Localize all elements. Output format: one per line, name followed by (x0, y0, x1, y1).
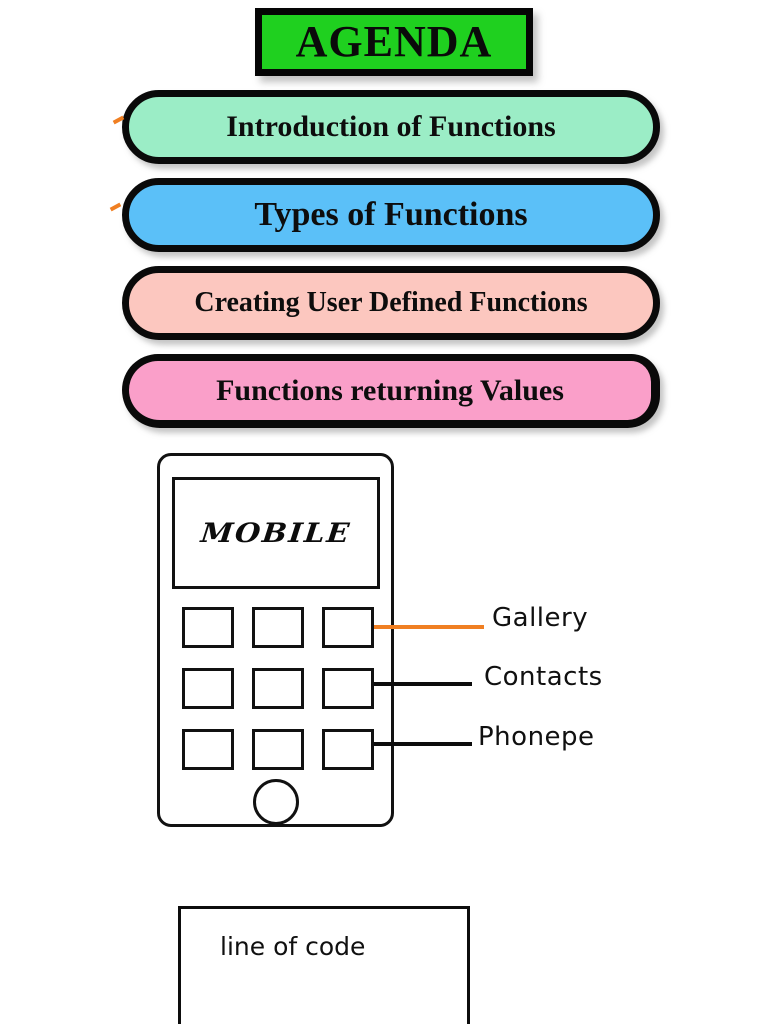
phone-app-grid (182, 607, 374, 770)
agenda-item-label: Types of Functions (254, 196, 528, 233)
phone-screen-label: MOBILE (199, 517, 353, 549)
agenda-item-label: Introduction of Functions (226, 110, 556, 143)
agenda-item-functions-returning-values[interactable]: Functions returning Values (122, 354, 660, 428)
app-icon[interactable] (252, 607, 304, 648)
agenda-item-introduction-of-functions[interactable]: Introduction of Functions (122, 90, 660, 164)
line-of-code-label: line of code (220, 932, 366, 961)
app-icon-phonepe[interactable] (322, 729, 374, 770)
line-of-code-box (178, 906, 470, 1024)
app-icon-gallery[interactable] (322, 607, 374, 648)
callout-label-phonepe: Phonepe (478, 722, 595, 752)
app-icon-contacts[interactable] (322, 668, 374, 709)
app-icon[interactable] (252, 668, 304, 709)
callout-line-gallery (374, 625, 484, 629)
callout-label-gallery: Gallery (492, 603, 589, 633)
app-icon[interactable] (182, 729, 234, 770)
orange-tick-mark-icon (109, 202, 122, 212)
agenda-title-box: AGENDA (255, 8, 533, 76)
app-icon[interactable] (182, 668, 234, 709)
page-title: AGENDA (295, 17, 493, 66)
app-icon[interactable] (182, 607, 234, 648)
home-button-icon[interactable] (253, 779, 299, 825)
app-icon[interactable] (252, 729, 304, 770)
callout-line-contacts (374, 682, 472, 686)
callout-line-phonepe (374, 742, 472, 746)
agenda-item-label: Functions returning Values (216, 373, 564, 407)
agenda-item-types-of-functions[interactable]: Types of Functions (122, 178, 660, 252)
callout-label-contacts: Contacts (484, 662, 603, 692)
agenda-item-creating-user-defined-functions[interactable]: Creating User Defined Functions (122, 266, 660, 340)
phone-screen: MOBILE (172, 477, 380, 589)
agenda-item-label: Creating User Defined Functions (194, 287, 588, 318)
